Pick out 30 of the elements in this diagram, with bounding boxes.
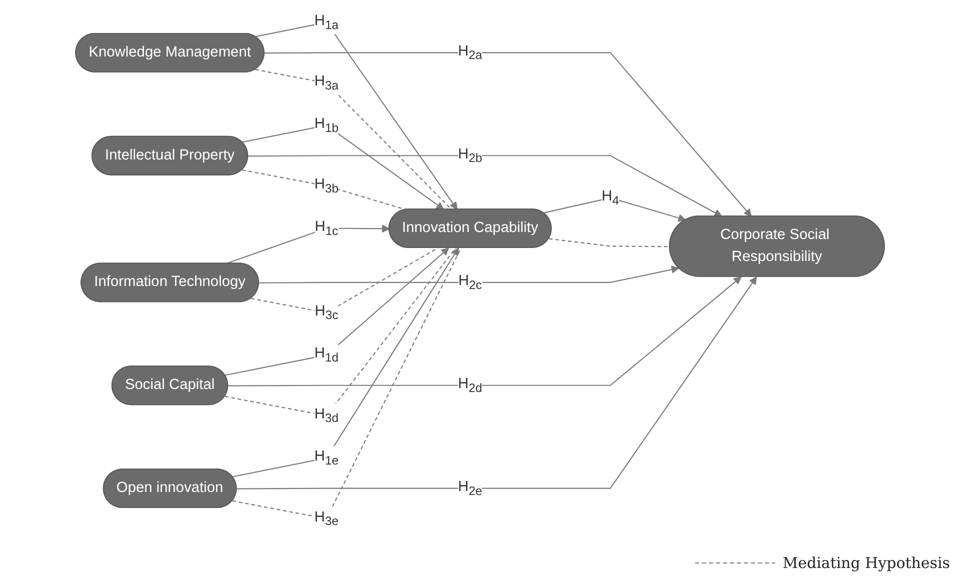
arrow bbox=[248, 154, 722, 216]
connector bbox=[255, 68, 452, 210]
arrow bbox=[543, 196, 686, 222]
arrow bbox=[264, 52, 752, 216]
connector bbox=[232, 247, 462, 519]
arrow bbox=[224, 247, 450, 376]
edge-label: H$_{2a}$ bbox=[458, 42, 482, 62]
connector bbox=[250, 246, 438, 313]
edge-label: H$_{1c}$ bbox=[314, 218, 338, 238]
edge-label: H$_{1a}$ bbox=[314, 12, 339, 32]
arrow bbox=[228, 276, 742, 386]
edge-label: H$_{1d}$ bbox=[314, 345, 339, 364]
edge-label: H$_{2e}$ bbox=[458, 478, 482, 498]
arrow bbox=[236, 276, 757, 489]
edge-label: H$_{3a}$ bbox=[314, 73, 339, 92]
edge-label: H$_{3b}$ bbox=[314, 176, 339, 195]
edge-label: H$_{3c}$ bbox=[314, 302, 338, 322]
edge-label: H$_{3d}$ bbox=[314, 406, 339, 424]
edge-label: H$_{2d}$ bbox=[458, 376, 482, 394]
edge-label: H$_{1e}$ bbox=[314, 448, 339, 467]
edge-label: H$_{3e}$ bbox=[314, 508, 339, 528]
edge-label: H$_{1b}$ bbox=[314, 116, 339, 134]
connector bbox=[548, 238, 670, 247]
edge-label: H$_{2c}$ bbox=[458, 272, 482, 292]
arrow bbox=[259, 265, 680, 283]
connector bbox=[224, 247, 456, 416]
legend-label: Mediating Hypothesis bbox=[782, 554, 950, 572]
arrow bbox=[232, 247, 459, 477]
edge-label: H$_{4}$ bbox=[602, 188, 620, 207]
edge-label: H$_{2b}$ bbox=[458, 146, 482, 164]
